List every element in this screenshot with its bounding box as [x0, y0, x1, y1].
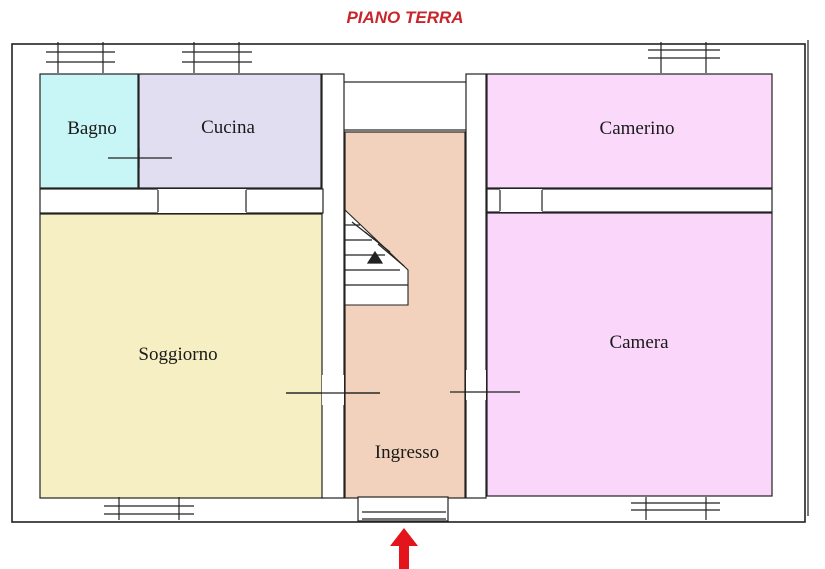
door-camerino: [500, 189, 542, 212]
door-cucina-soggiorno: [158, 189, 246, 213]
label-soggiorno: Soggiorno: [138, 344, 217, 365]
landing: [342, 81, 468, 131]
label-camera: Camera: [609, 332, 669, 353]
room-camerino: [486, 73, 773, 189]
entrance-arrow-icon: [390, 528, 418, 569]
window-bottom-camera: [631, 497, 720, 520]
entrance-door: [357, 496, 449, 522]
plan-title: PIANO TERRA: [346, 8, 463, 27]
window-top-cucina: [182, 42, 252, 73]
room-camera: [486, 212, 773, 497]
door-opening-soggiorno: [322, 375, 344, 405]
room-ingresso: [344, 131, 466, 499]
door-opening-camera: [466, 370, 486, 400]
room-bagno: [39, 73, 139, 189]
central-left-wall: [321, 73, 345, 499]
label-camerino: Camerino: [600, 118, 675, 139]
window-bottom-soggiorno: [104, 497, 194, 520]
right-horizontal-wall: [486, 188, 773, 213]
label-ingresso: Ingresso: [375, 442, 439, 463]
window-top-camerino: [648, 42, 720, 73]
central-right-wall: [465, 73, 487, 499]
window-top-left: [46, 42, 115, 73]
label-bagno: Bagno: [67, 118, 117, 139]
label-cucina: Cucina: [201, 117, 255, 138]
room-cucina: [138, 73, 322, 189]
room-soggiorno: [39, 213, 324, 499]
staircase-icon: [344, 208, 409, 306]
